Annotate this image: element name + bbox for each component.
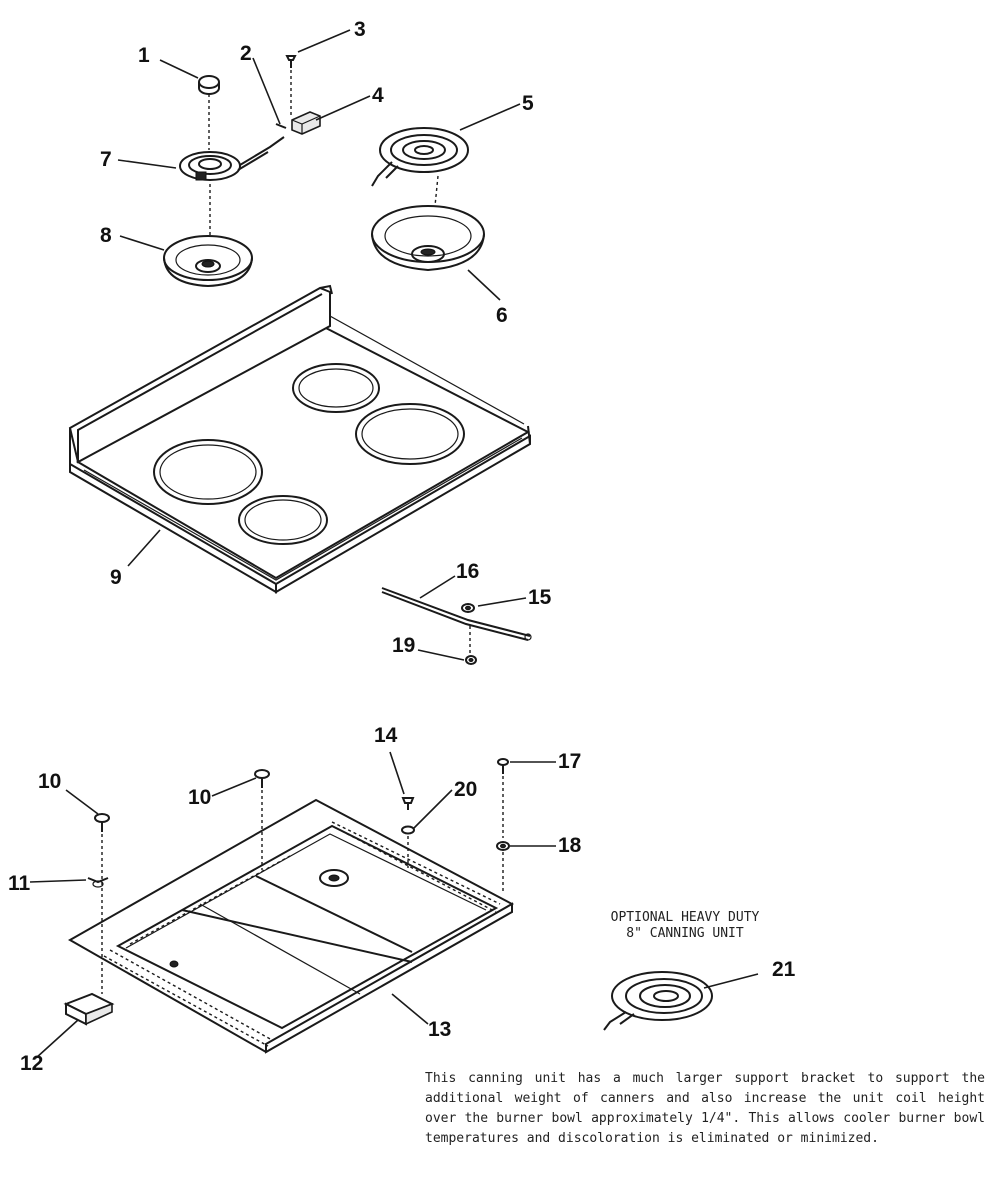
part-13-burner-box [67,798,515,1054]
callout-4: 4 [372,84,384,107]
callout-1: 1 [138,44,150,67]
part-5-large-surface-unit [371,127,469,187]
part-10-screw-right [254,769,270,788]
callout-14: 14 [374,724,398,747]
part-19-screw [465,655,477,665]
callout-6: 6 [496,304,508,327]
optional-canning-unit-title: OPTIONAL HEAVY DUTY 8" CANNING UNIT [560,910,810,942]
callout-3: 3 [354,18,366,41]
optional-title-line-1: OPTIONAL HEAVY DUTY [610,910,760,925]
part-2-wire-clip [275,123,287,129]
part-10-screw-left [94,813,110,832]
part-15-nut [461,603,475,613]
callout-numbers: 1 2 3 4 5 6 7 8 9 10 10 11 12 13 14 15 1… [8,18,796,1075]
part-8-small-drip-bowl [163,235,253,288]
callout-2: 2 [240,42,252,65]
callout-12: 12 [20,1052,43,1075]
callout-5: 5 [522,92,534,115]
canning-unit-note: This canning unit has a much larger supp… [425,1071,985,1146]
part-12-bracket [63,992,115,1026]
callout-10-right: 10 [188,786,211,809]
part-9-cooktop-main-top [68,284,531,594]
part-6-large-drip-bowl [371,205,485,272]
part-7-small-surface-unit [179,136,285,181]
callout-13: 13 [428,1018,451,1041]
part-11-clip [87,877,109,888]
callout-10-left: 10 [38,770,61,793]
optional-title-line-2: 8" CANNING UNIT [626,926,744,941]
part-1-cap [198,75,220,95]
part-14-screw [401,797,415,810]
leader-lines [29,29,759,1059]
callout-7: 7 [100,148,112,171]
callout-9: 9 [110,566,122,589]
part-4-terminal-block [291,111,321,135]
callout-15: 15 [528,586,552,609]
part-18-nut [496,841,510,851]
callout-21: 21 [772,958,796,981]
callout-11: 11 [8,872,31,895]
callout-17: 17 [558,750,581,773]
callout-8: 8 [100,224,112,247]
part-20-washer [401,825,415,835]
callout-20: 20 [454,778,477,801]
part-16-support-bracket [381,587,532,641]
callout-19: 19 [392,634,415,657]
callout-18: 18 [558,834,582,857]
callout-16: 16 [456,560,479,583]
part-21-canning-unit [603,971,713,1031]
part-17-screw [497,758,509,774]
part-3-screw [285,55,297,68]
